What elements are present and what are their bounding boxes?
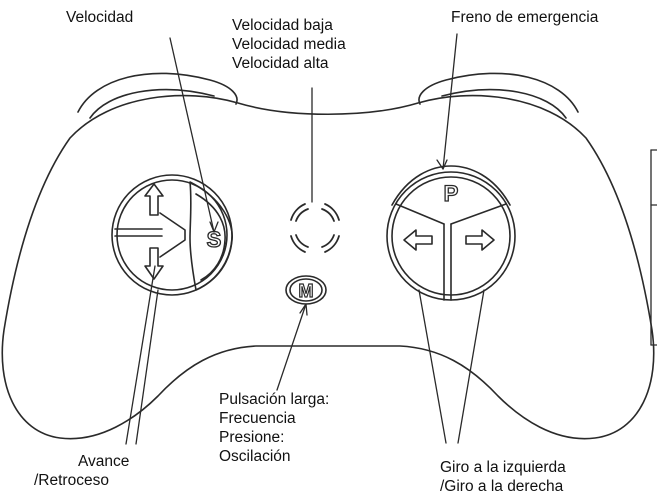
label-mode-long-press: Pulsación larga:	[219, 391, 330, 408]
label-turn-left: Giro a la izquierda	[440, 459, 566, 476]
left-pad	[111, 174, 233, 296]
left-bumper	[77, 72, 238, 113]
label-emergency-brake: Freno de emergencia	[451, 8, 598, 27]
callout-turn-left	[418, 289, 447, 444]
label-speed-levels: Velocidad baja Velocidad media Velocidad…	[232, 16, 346, 73]
left-pad-ring-hub	[159, 212, 186, 258]
label-mode-press: Presione:	[219, 429, 285, 446]
side-bracket	[650, 149, 657, 346]
label-mode: Pulsación larga: Frecuencia Presione: Os…	[219, 390, 329, 466]
right-arrow-icon	[465, 229, 495, 251]
center-ring	[290, 203, 340, 253]
down-arrow-icon	[144, 247, 164, 280]
left-pad-inner-ring	[116, 179, 228, 291]
callout-speed	[169, 37, 215, 233]
right-bumper-inner	[441, 88, 567, 119]
s-button-letter: S	[207, 227, 222, 252]
left-arrow-icon	[403, 229, 433, 251]
callout-brake	[442, 33, 458, 170]
label-speed-high: Velocidad alta	[232, 55, 329, 72]
right-bumper	[418, 72, 579, 113]
callout-backward	[135, 289, 159, 445]
label-speed-low: Velocidad baja	[232, 17, 333, 34]
left-bumper-inner	[89, 88, 215, 119]
callout-lines	[125, 33, 485, 445]
up-arrow-icon	[144, 183, 164, 216]
controller-body	[1, 94, 655, 440]
callout-forward	[125, 265, 156, 445]
callout-turn-right	[457, 289, 485, 444]
label-mode-frequency: Frecuencia	[219, 410, 296, 427]
label-emergency-brake-text: Freno de emergencia	[451, 9, 599, 26]
right-pad	[386, 165, 516, 301]
label-backward: /Retroceso	[34, 472, 109, 489]
label-speed-medium: Velocidad media	[232, 36, 346, 53]
label-speed: Velocidad	[66, 8, 133, 27]
m-button-letter: M	[299, 281, 314, 301]
callout-mode	[276, 303, 307, 391]
s-button-shape	[189, 181, 233, 291]
label-turn-right: /Giro a la derecha	[440, 478, 564, 495]
label-turn: Giro a la izquierda /Giro a la derecha	[440, 458, 566, 496]
label-forward-backward: Avance /Retroceso	[34, 452, 174, 490]
p-button-letter: P	[444, 181, 459, 206]
label-mode-oscillation: Oscilación	[219, 448, 291, 465]
label-speed-text: Velocidad	[66, 9, 134, 26]
label-forward: Avance	[78, 453, 130, 470]
